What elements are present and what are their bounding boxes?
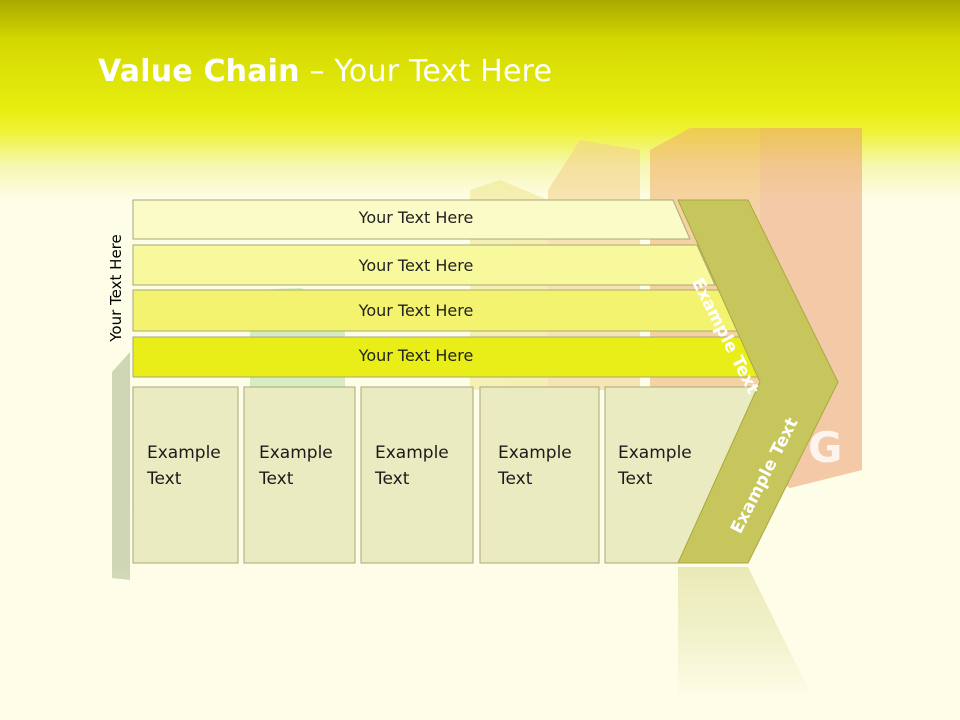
box-1 [132, 386, 239, 564]
chevron-arrow [677, 199, 839, 564]
box-1-line1: Example [147, 443, 221, 463]
box-3-line2: Text [375, 469, 410, 489]
box-3 [360, 386, 474, 564]
page-title: Value Chain – Your Text Here [98, 54, 552, 89]
box-4 [479, 386, 600, 564]
band-1 [132, 199, 691, 240]
band-3-label: Your Text Here [358, 301, 474, 320]
title-bold: Value Chain [98, 54, 300, 89]
band-2 [132, 244, 716, 286]
band-4-label: Your Text Here [358, 346, 474, 365]
box-2-line1: Example [259, 443, 333, 463]
box-3-line1: Example [375, 443, 449, 463]
band-1-label: Your Text Here [358, 208, 474, 227]
box-5-line1: Example [618, 443, 692, 463]
reflection-fade [0, 565, 960, 720]
box-4-line2: Text [498, 469, 533, 489]
band-2-label: Your Text Here [358, 256, 474, 275]
box-5-line2: Text [618, 469, 653, 489]
title-rest: – Your Text Here [299, 54, 553, 89]
box-4-line1: Example [498, 443, 572, 463]
box-1-line2: Text [147, 469, 182, 489]
box-2 [243, 386, 356, 564]
box-2-line2: Text [259, 469, 294, 489]
